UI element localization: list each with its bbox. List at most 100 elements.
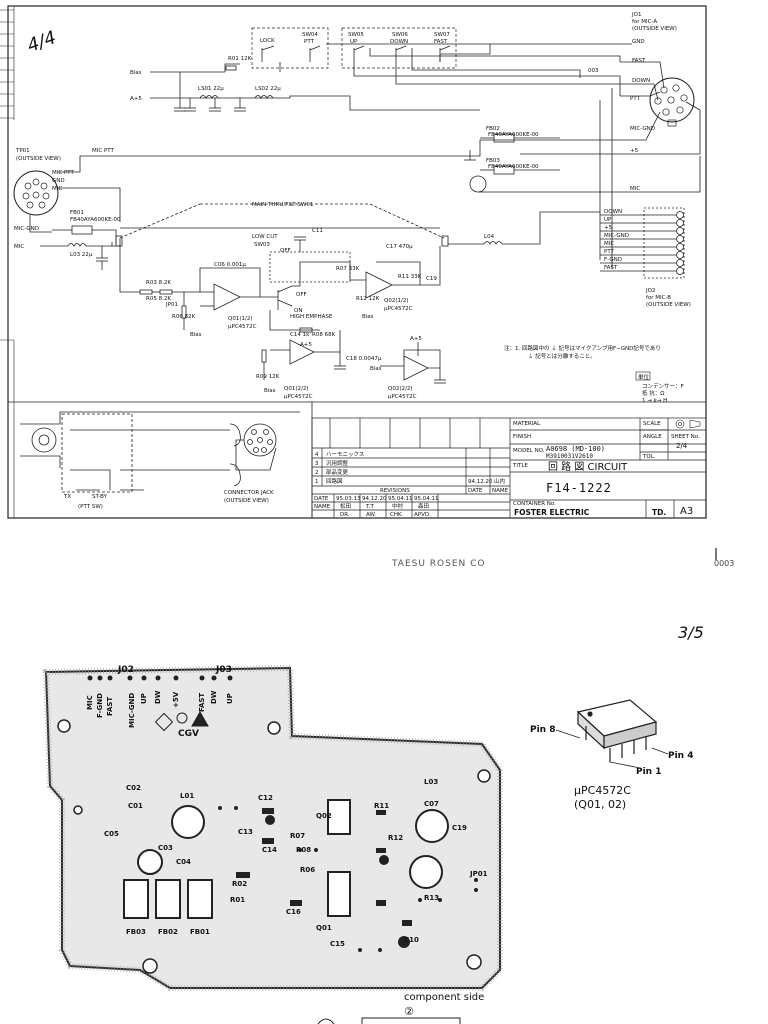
bias-supply-circuit <box>150 63 480 112</box>
tp01-connector <box>13 170 59 216</box>
rev-mark-2: 2 <box>315 470 319 476</box>
pcb-c02: C02 <box>126 784 141 792</box>
cgv-marking: CGV <box>178 729 199 739</box>
schematic-border <box>7 5 707 519</box>
switch-box-updown <box>341 27 457 69</box>
role-cell-4: APVD. <box>414 512 431 518</box>
connector-jack-label: CONNECTOR JACK <box>224 490 274 496</box>
jo1-pin-plus5: +5 <box>630 148 639 154</box>
name-cell-3: 中村 <box>392 502 404 510</box>
tx-label: TX <box>63 494 71 500</box>
pcb-fb02: FB02 <box>158 928 178 936</box>
pcb-r08: R08 <box>296 846 311 854</box>
sw07-label: SW07 <box>434 32 450 38</box>
pcb-r12: R12 <box>388 834 403 842</box>
rev-text-2: 部品変更 <box>326 468 349 476</box>
pcb-pin-mic-gnd: MIC-GND <box>128 693 136 728</box>
jo1-pin-gnd: GND <box>632 39 645 45</box>
rev-row-date: 94.12.20 <box>468 479 493 485</box>
r05-label: R05 8.2K <box>146 296 171 302</box>
main-switch-label: MAIN THRU/FILT SW01 <box>252 202 313 208</box>
sheet-size: A3 <box>680 506 693 517</box>
q02b-label: Q02(2/2) <box>388 386 412 392</box>
mic-gnd-left: MIC-GND <box>14 226 39 232</box>
model-no-value-2: M3910031V2610 <box>546 453 593 460</box>
name-row-label: NAME <box>314 504 331 510</box>
sw06-label: SW06 <box>392 32 408 38</box>
jo2-pin-mic: MIC <box>604 241 614 247</box>
pcb-c19: C19 <box>452 824 467 832</box>
ls01-label: LS01 22μ <box>198 86 224 92</box>
pcb-q02: Q02 <box>316 812 332 820</box>
scan-artifact-text: TAESU ROSEN CO <box>391 559 486 569</box>
jo2-pin-fgnd: F-GND <box>604 257 622 263</box>
unit-legend-3: 1 → k→ H <box>642 398 667 404</box>
jo1-label: JO1 <box>631 12 641 18</box>
pcb-l03: L03 <box>424 778 438 786</box>
cgv-logo <box>154 710 209 732</box>
fb01-label: FB01 <box>70 210 84 216</box>
pcb-pin-mic: MIC <box>86 695 94 710</box>
rev-text-3: 汎用調整 <box>326 459 349 467</box>
jo2-for-label: for MIC-B <box>646 295 671 301</box>
c06-label: C06 0.001μ <box>214 262 246 268</box>
pcb-c01: C01 <box>128 802 143 810</box>
fb02-part: FB40AYA600KE-00 <box>488 132 539 138</box>
pcb-r13: R13 <box>424 894 439 902</box>
a5-q02b: A+5 <box>410 336 422 342</box>
role-cell-1: DR. <box>340 512 350 518</box>
rev-mark-3: 3 <box>315 461 319 467</box>
jo2-pin-ptt: PTT <box>604 249 615 255</box>
revisions-header: REVISIONS <box>380 488 410 494</box>
q01b-part: µPC4572C <box>284 394 313 400</box>
switch-box-ptt <box>251 27 329 69</box>
rev-mark-1: 1 <box>315 479 319 485</box>
model-no-value: A0698 (MD-100) <box>546 445 605 453</box>
pcb-r02: R02 <box>232 880 247 888</box>
jp01-label: JP01 <box>165 302 178 308</box>
a5-q01b: A+5 <box>300 342 312 348</box>
main-switch <box>115 203 600 247</box>
high-emphasis-stage <box>261 310 346 380</box>
unit-legend-2: 抵 抗：Ω <box>642 389 664 397</box>
sw04-label: SW04 <box>302 32 318 38</box>
lock-label: LOCK <box>260 38 275 44</box>
pcb-r01: R01 <box>230 896 245 904</box>
bias-q01: Bias <box>190 332 202 338</box>
pcb-q01: Q01 <box>316 924 332 932</box>
jo2-pin-up: UP <box>604 217 612 223</box>
tp01-gnd: GND <box>52 178 65 184</box>
role-cell-3: CHK. <box>390 512 404 518</box>
jo1-pin-ptt: PTT <box>630 96 641 102</box>
tp01-view-label: (OUTSIDE VIEW) <box>16 156 61 162</box>
page-mark-top: 4/4 <box>25 27 59 57</box>
off-label-2: OFF <box>280 248 291 254</box>
c14-label: C14 1k <box>290 332 310 338</box>
stby-label: ST-BY <box>92 494 108 500</box>
pcb-c15: C15 <box>330 940 345 948</box>
jo1-pin-mic-gnd: MIC-GND <box>630 126 655 132</box>
r04-label: R03 8.2K <box>146 280 171 286</box>
date-cell-4: 95.04.11 <box>414 496 439 502</box>
bias-label-top: Bias <box>130 70 142 76</box>
r11-label: R11 33K <box>398 274 422 280</box>
rev-row-name: 山内 <box>494 477 505 485</box>
jo2-label: JO2 <box>645 288 655 294</box>
date-row-label: DATE <box>314 496 329 502</box>
r01-label: R01 12K <box>228 56 252 62</box>
pcb-fb01: FB01 <box>190 928 210 936</box>
pcb-jp01: JP01 <box>469 870 488 878</box>
pcb-c12: C12 <box>258 794 273 802</box>
unit-legend-1: コンデンサー：F <box>642 382 684 390</box>
fb02-label: FB02 <box>486 126 500 132</box>
q02a-label: Q02(1/2) <box>384 298 408 304</box>
c19-label: C19 <box>426 276 437 282</box>
pcb-pin-up-2: UP <box>226 693 234 704</box>
tp01-label: TP01 <box>15 148 30 154</box>
jo1-pin-fast: FAST <box>632 58 646 64</box>
sheet-label: SHEET No. <box>671 434 700 440</box>
ic-pin8-label: Pin 8 <box>530 725 555 735</box>
finish-label: FINISH <box>513 434 531 440</box>
bias-buffer-stage <box>380 342 446 384</box>
